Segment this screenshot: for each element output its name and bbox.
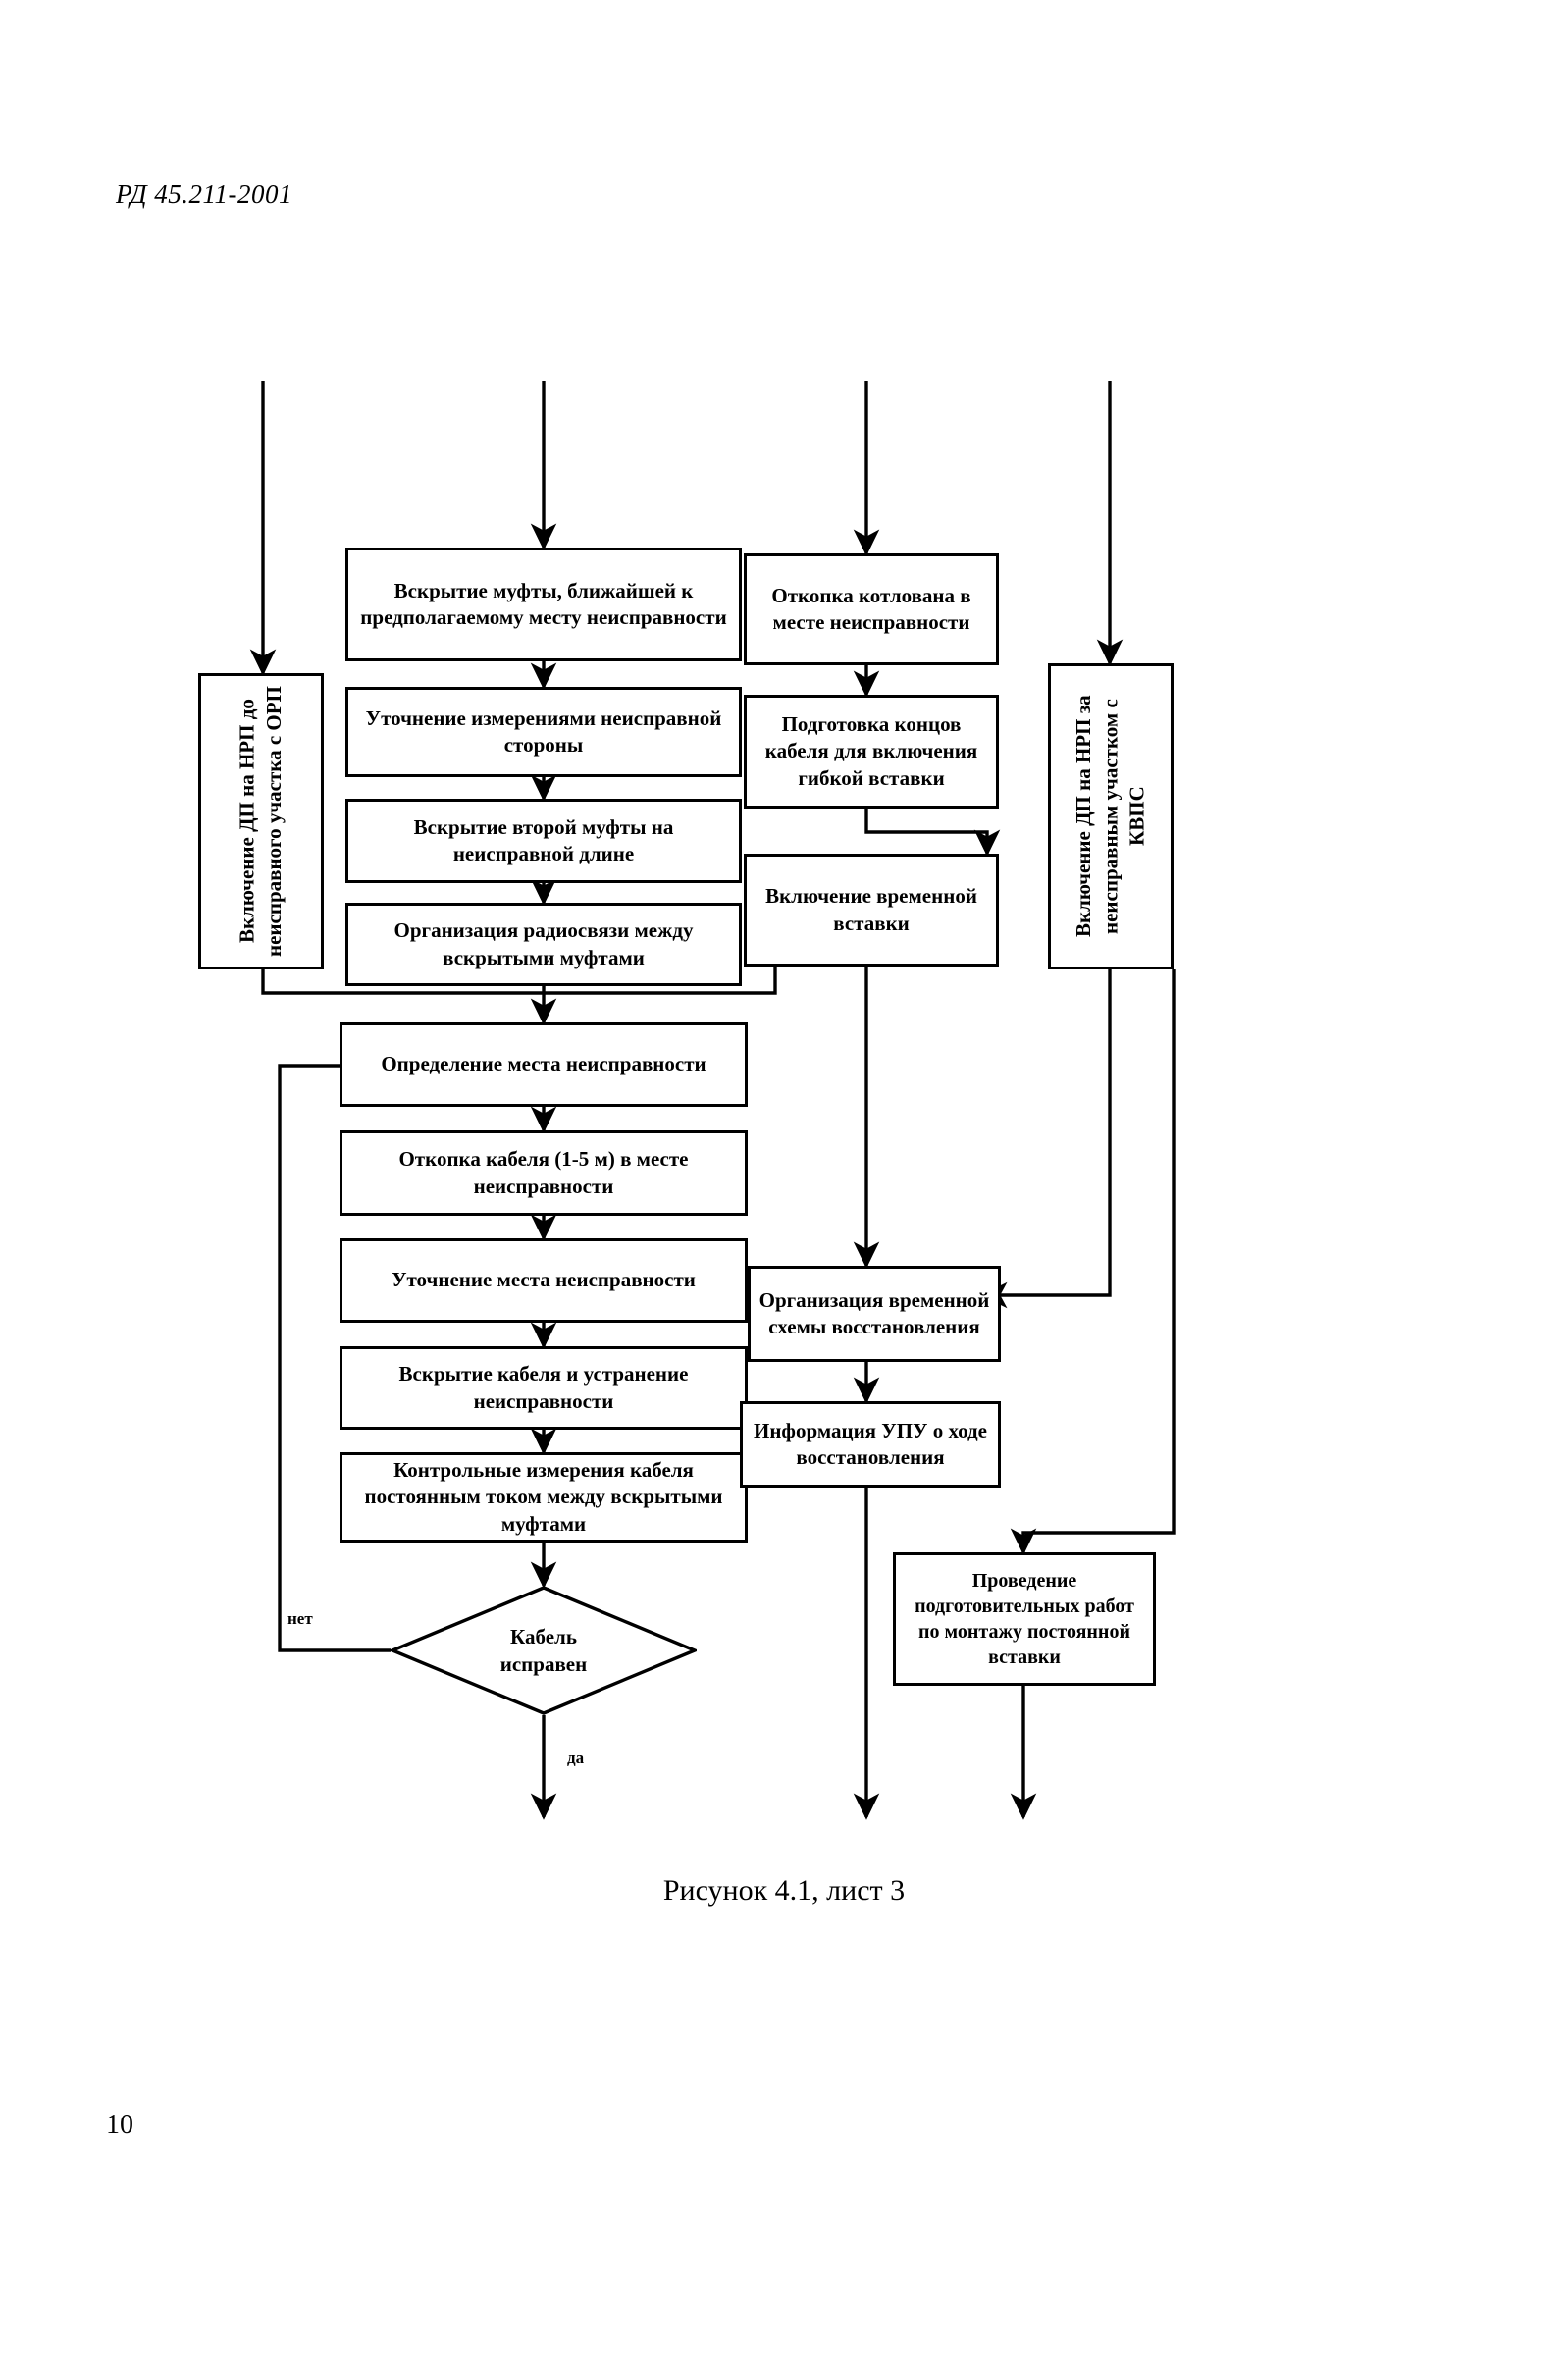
edge-label-yes: да [567,1749,585,1767]
figure-caption: Рисунок 4.1, лист 3 [662,1874,906,1907]
node-refine-fault-place: Уточнение места неисправности [340,1238,748,1323]
node-enable-temp-insert: Включение временной вставки [744,854,999,967]
decision-cable-ok: Кабель исправен [391,1586,697,1715]
node-excavate-cable: Откопка кабеля (1-5 м) в месте неисправн… [340,1130,748,1216]
node-temp-recovery-scheme: Организация временной схемы восстановлен… [748,1266,1001,1362]
node-locate-fault: Определение места неисправности [340,1022,748,1107]
node-open-cable-fix: Вскрытие кабеля и устранение неисправнос… [340,1346,748,1430]
node-radio-link: Организация радиосвязи между вскрытыми м… [345,903,742,986]
node-prep-permanent-insert: Проведение подготовительных работ по мон… [893,1552,1156,1686]
document-header: РД 45.211-2001 [116,180,292,209]
node-refine-measurement: Уточнение измерениями неисправной сторон… [345,687,742,777]
node-excavate-pit: Откопка котлована в месте неисправности [744,553,999,665]
decision-label-line2: исправен [499,1652,588,1676]
node-open-coupling: Вскрытие муфты, ближайшей к предполагаем… [345,548,742,661]
node-dp-nrp-kvps: Включение ДП на НРП за неисправным участ… [1048,663,1174,969]
node-prepare-cable-ends: Подготовка концов кабеля для включения г… [744,695,999,809]
node-control-measurements: Контрольные измерения кабеля постоянным … [340,1452,748,1543]
page-number: 10 [106,2110,133,2140]
decision-label-line1: Кабель [510,1624,577,1648]
edge-label-no: нет [287,1609,313,1628]
node-dp-nrp-orp: Включение ДП на НРП до неисправного учас… [198,673,324,969]
node-open-second-coupling: Вскрытие второй муфты на неисправной дли… [345,799,742,883]
node-inform-upu: Информация УПУ о ходе восстановления [740,1401,1001,1488]
